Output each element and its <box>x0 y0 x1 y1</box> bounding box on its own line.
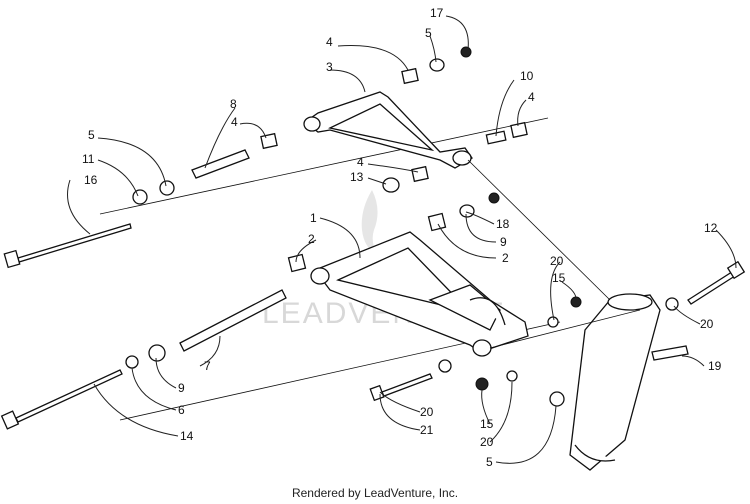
bushing-4b <box>401 67 419 85</box>
nut-18 <box>488 192 500 204</box>
washer-11 <box>132 189 148 205</box>
washer-5a <box>429 58 445 72</box>
callout-5b: 5 <box>88 128 95 142</box>
washer-9b <box>148 344 166 362</box>
callout-20d: 20 <box>480 435 494 449</box>
callout-2a: 2 <box>308 232 315 246</box>
callout-10: 10 <box>520 69 534 83</box>
bushing-2b <box>427 212 447 232</box>
callout-13: 13 <box>350 170 364 184</box>
bolt-12 <box>687 269 739 305</box>
pin-19 <box>651 345 689 361</box>
washer-20a <box>547 316 559 328</box>
bushing-4c <box>510 121 528 139</box>
callout-3: 3 <box>326 60 333 74</box>
bolt-12-head <box>726 260 746 280</box>
callout-18: 18 <box>496 217 510 231</box>
callout-2b: 2 <box>502 251 509 265</box>
bolt-16 <box>17 223 132 263</box>
bushing-4a <box>260 132 278 150</box>
bolt-16-head <box>3 249 21 269</box>
spindle <box>569 293 661 471</box>
washer-5c <box>549 391 565 407</box>
callout-7: 7 <box>204 359 211 373</box>
washer-5b <box>159 180 175 196</box>
washer-6 <box>125 355 139 369</box>
nut-15b <box>475 377 489 391</box>
bolt-14-head <box>0 410 20 430</box>
callout-9b: 9 <box>178 381 185 395</box>
bolt-21 <box>381 373 433 397</box>
upper-a-arm <box>303 91 473 169</box>
callout-4b: 4 <box>231 115 238 129</box>
callout-21: 21 <box>420 423 434 437</box>
callout-12: 12 <box>704 221 718 235</box>
bolt-14 <box>15 369 123 423</box>
nut-17 <box>460 46 472 58</box>
callout-5c: 5 <box>486 455 493 469</box>
bushing-13 <box>382 177 400 193</box>
callout-20a: 20 <box>700 317 714 331</box>
leader-lines <box>67 15 737 464</box>
callout-16: 16 <box>84 173 98 187</box>
lower-a-arm <box>310 231 529 357</box>
washer-20d <box>506 370 518 382</box>
callout-9a: 9 <box>500 235 507 249</box>
callout-5a: 5 <box>425 26 432 40</box>
callout-4a: 4 <box>326 35 333 49</box>
callout-15b: 15 <box>480 417 494 431</box>
callout-4d: 4 <box>357 155 364 169</box>
bushing-4d <box>411 165 429 183</box>
callout-4c: 4 <box>528 90 535 104</box>
callout-6: 6 <box>178 403 185 417</box>
footer-credit: Rendered by LeadVenture, Inc. <box>291 486 459 500</box>
callout-8: 8 <box>230 97 237 111</box>
callout-20b: 20 <box>550 254 564 268</box>
callout-19: 19 <box>708 359 722 373</box>
callout-14: 14 <box>180 429 194 443</box>
callouts: 17 5 4 3 8 4 10 4 5 11 16 4 13 1 2 18 9 … <box>82 6 722 469</box>
callout-20c: 20 <box>420 405 434 419</box>
callout-15a: 15 <box>552 271 566 285</box>
callout-17: 17 <box>430 6 444 20</box>
sleeve-7 <box>179 289 287 352</box>
callout-11: 11 <box>82 152 95 166</box>
washer-9a <box>459 204 475 218</box>
bushing-2a <box>287 253 307 273</box>
callout-1: 1 <box>310 211 317 225</box>
sleeve-10 <box>485 130 507 145</box>
sleeve-8 <box>191 149 250 179</box>
washer-20c <box>438 359 452 373</box>
